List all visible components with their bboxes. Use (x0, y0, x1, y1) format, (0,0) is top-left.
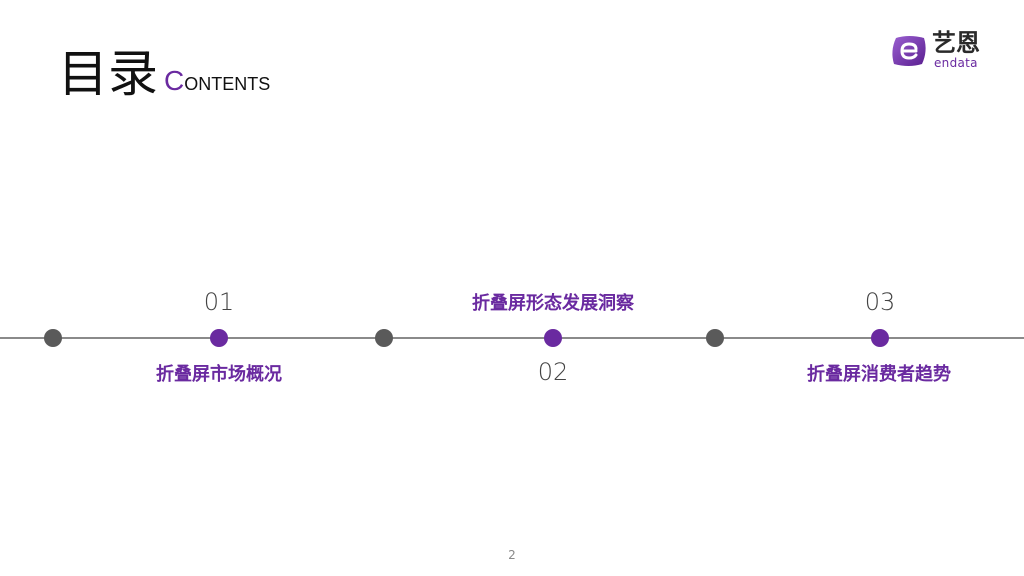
timeline-dot-02 (544, 329, 562, 347)
title-chinese: 目录 (58, 45, 158, 103)
timeline-dot-03 (871, 329, 889, 347)
section-link-02[interactable]: 折叠屏形态发展洞察 (472, 293, 634, 314)
section-link-01[interactable]: 折叠屏市场概况 (156, 364, 282, 385)
logo-english-name: endata (934, 56, 978, 70)
section-link-03[interactable]: 折叠屏消费者趋势 (807, 364, 951, 385)
timeline-dot (706, 329, 724, 347)
title-english-cap: C (164, 65, 185, 96)
title-english-rest: ONTENTS (184, 74, 271, 94)
endata-logo-icon (892, 36, 926, 66)
page-number: 2 (508, 548, 516, 562)
section-number-03: 03 (864, 288, 896, 316)
endata-logo: 艺恩 endata (890, 30, 1000, 72)
logo-chinese-name: 艺恩 (932, 29, 980, 57)
timeline-dot-01 (210, 329, 228, 347)
title-english: CONTENTS (164, 65, 270, 97)
timeline-line (0, 337, 1024, 339)
timeline-dot (44, 329, 62, 347)
section-number-02: 02 (537, 358, 569, 386)
section-number-01: 01 (203, 288, 235, 316)
timeline-dot (375, 329, 393, 347)
page-title: 目录 CONTENTS (58, 48, 270, 100)
